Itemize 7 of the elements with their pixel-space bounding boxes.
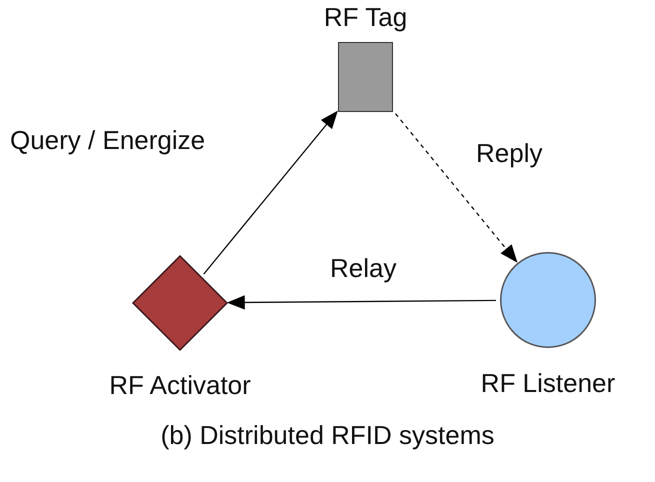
caption: (b) Distributed RFID systems <box>160 420 496 451</box>
arrow <box>203 110 338 274</box>
node-label: RF Listener <box>480 368 616 398</box>
arrow <box>395 113 518 263</box>
arrow <box>226 295 496 310</box>
node-label: RF Tag <box>324 2 408 32</box>
node-label: RF Activator <box>109 370 251 400</box>
